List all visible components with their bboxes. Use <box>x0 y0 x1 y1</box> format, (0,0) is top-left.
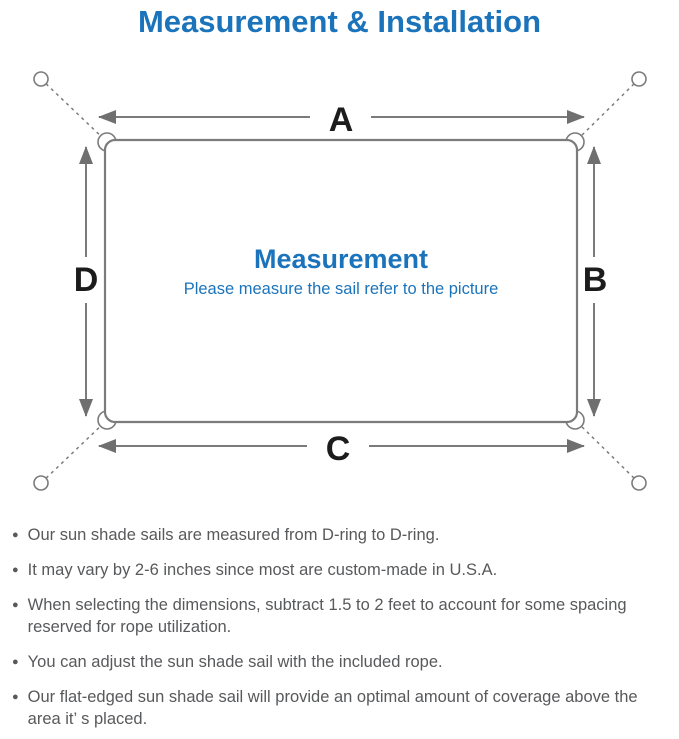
rope-bottom-right <box>575 420 640 484</box>
list-item: ● You can adjust the sun shade sail with… <box>12 651 667 673</box>
list-item: ● When selecting the dimensions, subtrac… <box>12 594 667 638</box>
dimension-label-b: B <box>583 261 608 299</box>
bullet-icon: ● <box>12 564 19 576</box>
bullet-icon: ● <box>12 599 19 611</box>
note-text: Our flat-edged sun shade sail will provi… <box>27 688 638 728</box>
dimension-label-d: D <box>74 261 99 299</box>
anchor-point-top-right-icon <box>631 71 647 87</box>
measurement-notes-list: ● Our sun shade sails are measured from … <box>12 524 667 739</box>
anchor-point-top-left-icon <box>33 71 49 87</box>
list-item: ● Our sun shade sails are measured from … <box>12 524 667 546</box>
list-item: ● Our flat-edged sun shade sail will pro… <box>12 686 667 730</box>
anchor-point-bottom-right-icon <box>631 475 647 491</box>
anchor-point-bottom-left-icon <box>33 475 49 491</box>
rope-top-right <box>575 78 640 142</box>
note-text: It may vary by 2-6 inches since most are… <box>27 561 498 579</box>
rope-bottom-left <box>40 420 107 484</box>
note-text: Our sun shade sails are measured from D-… <box>27 526 440 544</box>
dimension-label-a: A <box>329 101 354 139</box>
note-text: When selecting the dimensions, subtract … <box>27 596 627 636</box>
bullet-icon: ● <box>12 656 19 668</box>
list-item: ● It may vary by 2-6 inches since most a… <box>12 559 667 581</box>
dimension-label-c: C <box>326 430 351 468</box>
bullet-icon: ● <box>12 529 19 541</box>
diagram-center-heading: Measurement <box>254 244 428 274</box>
bullet-icon: ● <box>12 691 19 703</box>
diagram-center-subtitle: Please measure the sail refer to the pic… <box>184 280 499 298</box>
rope-top-left <box>40 78 107 142</box>
note-text: You can adjust the sun shade sail with t… <box>27 653 443 671</box>
sail-outline <box>103 138 579 424</box>
page-title: Measurement & Installation <box>137 4 542 39</box>
